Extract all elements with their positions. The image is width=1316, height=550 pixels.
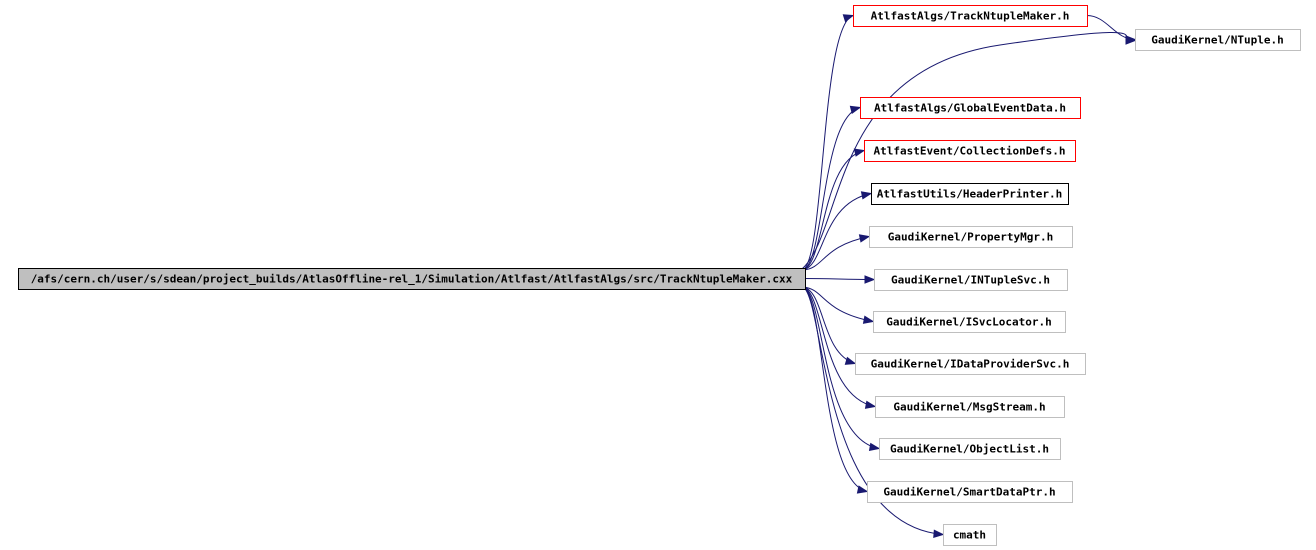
arrowhead <box>862 315 875 324</box>
node-box <box>875 396 1065 418</box>
arrowhead <box>868 442 881 452</box>
edge-root-to-colldefs <box>802 150 865 271</box>
edge-root-to-objlist <box>802 286 880 449</box>
arrowhead <box>842 14 855 23</box>
arrowhead <box>860 191 873 200</box>
arrowhead <box>864 400 877 409</box>
node-label: AtlfastUtils/HeaderPrinter.h <box>877 188 1062 201</box>
arrowhead <box>844 356 857 365</box>
arrowhead <box>856 485 869 494</box>
node-box <box>853 5 1088 27</box>
edge-root-to-intuple <box>802 278 875 280</box>
node-label: GaudiKernel/IDataProviderSvc.h <box>871 358 1070 371</box>
node-box <box>871 183 1069 205</box>
edge-root-to-msgstream <box>802 286 876 407</box>
edge-root-to-idataprov <box>802 286 856 364</box>
edge-root-to-headerpr <box>802 193 872 271</box>
node-label: GaudiKernel/MsgStream.h <box>893 401 1045 414</box>
node-propmgr[interactable]: GaudiKernel/PropertyMgr.h <box>869 226 1073 248</box>
node-tracknt[interactable]: AtlfastAlgs/TrackNtupleMaker.h <box>853 5 1088 27</box>
edge-root-to-cmath <box>802 286 944 535</box>
arrowhead <box>864 275 876 284</box>
node-label: GaudiKernel/PropertyMgr.h <box>888 231 1054 244</box>
node-box <box>18 268 806 290</box>
node-box <box>867 481 1073 503</box>
node-box <box>860 97 1081 119</box>
arrowhead <box>933 529 945 538</box>
edge-root-to-propmgr <box>802 236 870 271</box>
edge-root-to-tracknt <box>802 15 854 271</box>
node-label: AtlfastEvent/CollectionDefs.h <box>873 145 1065 158</box>
node-label: /afs/cern.ch/user/s/sdean/project_builds… <box>31 273 793 286</box>
node-label: cmath <box>953 529 986 542</box>
node-headerpr[interactable]: AtlfastUtils/HeaderPrinter.h <box>871 183 1069 205</box>
node-label: GaudiKernel/NTuple.h <box>1151 34 1283 47</box>
node-msgstream[interactable]: GaudiKernel/MsgStream.h <box>875 396 1065 418</box>
node-box <box>869 226 1073 248</box>
node-box <box>864 140 1076 162</box>
node-globalev[interactable]: AtlfastAlgs/GlobalEventData.h <box>860 97 1081 119</box>
node-smartptr[interactable]: GaudiKernel/SmartDataPtr.h <box>867 481 1073 503</box>
arrowhead <box>1125 35 1137 44</box>
node-objlist[interactable]: GaudiKernel/ObjectList.h <box>879 438 1061 460</box>
node-label: GaudiKernel/ObjectList.h <box>890 443 1049 456</box>
node-isvcloc[interactable]: GaudiKernel/ISvcLocator.h <box>873 311 1066 333</box>
node-label: GaudiKernel/ISvcLocator.h <box>886 316 1052 329</box>
edge-tracknt-to-ntuple <box>1086 15 1136 40</box>
node-label: GaudiKernel/INTupleSvc.h <box>891 274 1050 287</box>
edge-root-to-globalev <box>802 107 861 271</box>
node-intuple[interactable]: GaudiKernel/INTupleSvc.h <box>874 269 1068 291</box>
node-box <box>874 269 1068 291</box>
node-root[interactable]: /afs/cern.ch/user/s/sdean/project_builds… <box>18 268 806 290</box>
node-label: GaudiKernel/SmartDataPtr.h <box>883 486 1055 499</box>
arrowhead <box>858 234 871 243</box>
node-box <box>1135 29 1301 51</box>
node-box <box>879 438 1061 460</box>
node-cmath[interactable]: cmath <box>943 524 997 546</box>
node-box <box>855 353 1086 375</box>
node-label: AtlfastAlgs/GlobalEventData.h <box>874 102 1066 115</box>
nodes-layer: /afs/cern.ch/user/s/sdean/project_builds… <box>18 5 1301 546</box>
arrowhead <box>853 148 866 157</box>
node-idataprov[interactable]: GaudiKernel/IDataProviderSvc.h <box>855 353 1086 375</box>
node-colldefs[interactable]: AtlfastEvent/CollectionDefs.h <box>864 140 1076 162</box>
node-ntuple[interactable]: GaudiKernel/NTuple.h <box>1135 29 1301 51</box>
node-label: AtlfastAlgs/TrackNtupleMaker.h <box>871 10 1070 23</box>
edges-layer <box>801 14 1137 538</box>
arrowhead <box>849 105 862 114</box>
edge-root-to-smartptr <box>802 286 868 492</box>
node-box <box>943 524 997 546</box>
edge-root-to-isvcloc <box>802 286 874 322</box>
node-box <box>873 311 1066 333</box>
